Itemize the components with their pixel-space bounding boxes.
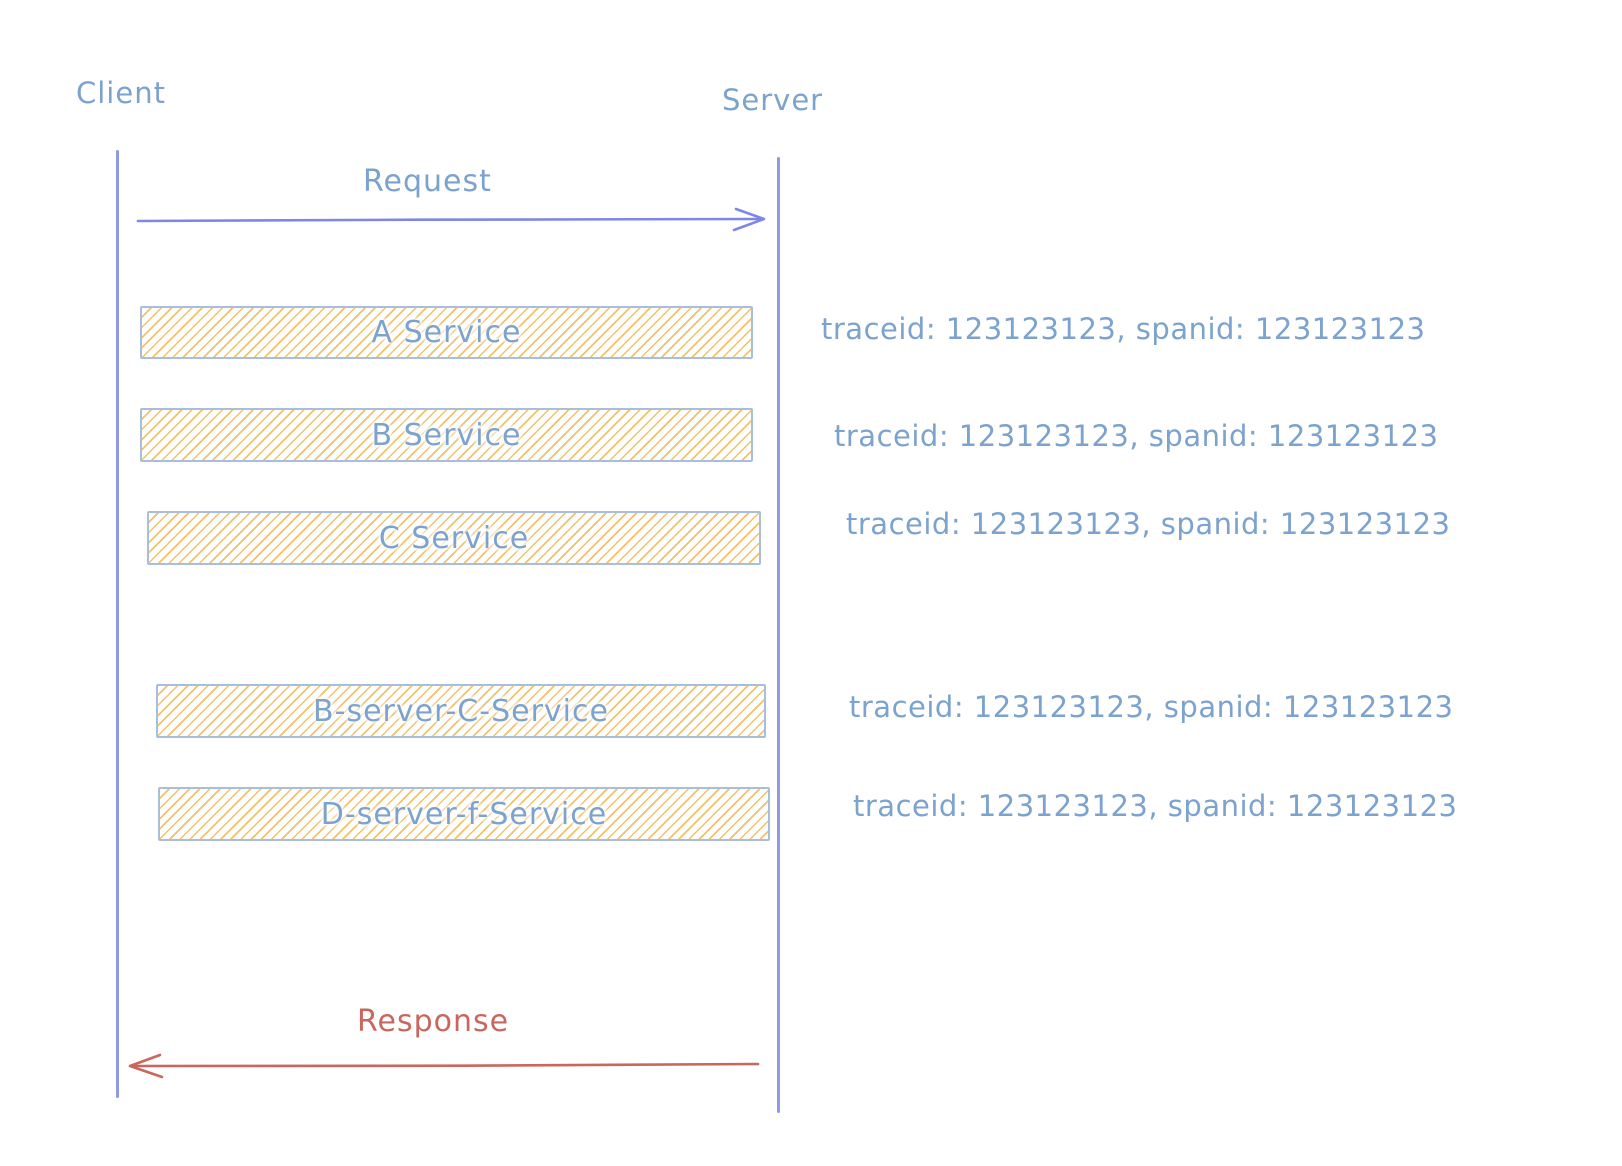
request-label: Request bbox=[363, 164, 492, 199]
client-lifeline bbox=[116, 150, 119, 1098]
response-arrow bbox=[128, 1053, 760, 1079]
service-label-a: A Service bbox=[371, 315, 522, 350]
trace-annotation-3: traceid: 123123123, spanid: 123123123 bbox=[846, 507, 1451, 541]
actor-label-server: Server bbox=[722, 83, 824, 117]
server-lifeline bbox=[777, 157, 780, 1113]
response-label: Response bbox=[357, 1004, 510, 1039]
trace-annotation-1: traceid: 123123123, spanid: 123123123 bbox=[821, 312, 1426, 346]
service-box-d-server-f: D-server-f-Service bbox=[158, 787, 770, 841]
trace-annotation-5: traceid: 123123123, spanid: 123123123 bbox=[853, 789, 1458, 823]
actor-label-client: Client bbox=[76, 76, 166, 110]
trace-annotation-2: traceid: 123123123, spanid: 123123123 bbox=[834, 419, 1439, 453]
service-box-b-server-c: B-server-C-Service bbox=[156, 684, 766, 738]
service-label-d-server-f: D-server-f-Service bbox=[320, 796, 608, 832]
service-box-a: A Service bbox=[140, 306, 753, 359]
request-arrow bbox=[136, 207, 766, 232]
service-label-b: B Service bbox=[371, 417, 522, 453]
service-label-c: C Service bbox=[378, 520, 530, 556]
trace-annotation-4: traceid: 123123123, spanid: 123123123 bbox=[849, 690, 1454, 724]
service-box-c: C Service bbox=[147, 511, 761, 565]
service-label-b-server-c: B-server-C-Service bbox=[313, 693, 609, 729]
service-box-b: B Service bbox=[140, 408, 753, 462]
